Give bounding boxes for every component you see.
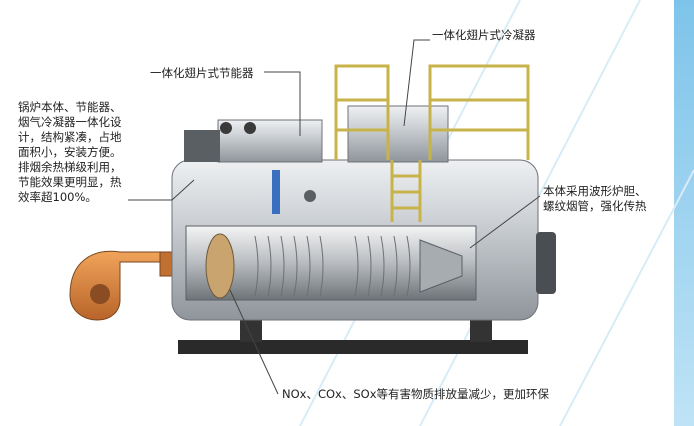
right-note: 本体采用波形炉胆、 螺纹烟管，强化传热 [543,184,647,213]
callout-lines [128,39,541,395]
condenser [347,105,449,163]
condenser-label: 一体化翅片式冷凝器 [432,28,536,42]
background-stripe [674,0,694,426]
base-frame [178,340,528,354]
platform-rails [334,64,530,222]
bottom-note: NOx、COx、SOx等有害物质排放量减少，更加环保 [282,387,550,401]
gauge-glass [272,170,280,214]
left-note: 锅炉本体、节能器、 烟气冷凝器一体化设 计，结构紧凑，占地 面积小，安装方便。 … [18,100,122,204]
rear-door [536,232,556,294]
economizer [217,119,323,163]
economizer-label: 一体化翅片式节能器 [150,66,254,80]
corrugated-furnace [254,235,411,297]
